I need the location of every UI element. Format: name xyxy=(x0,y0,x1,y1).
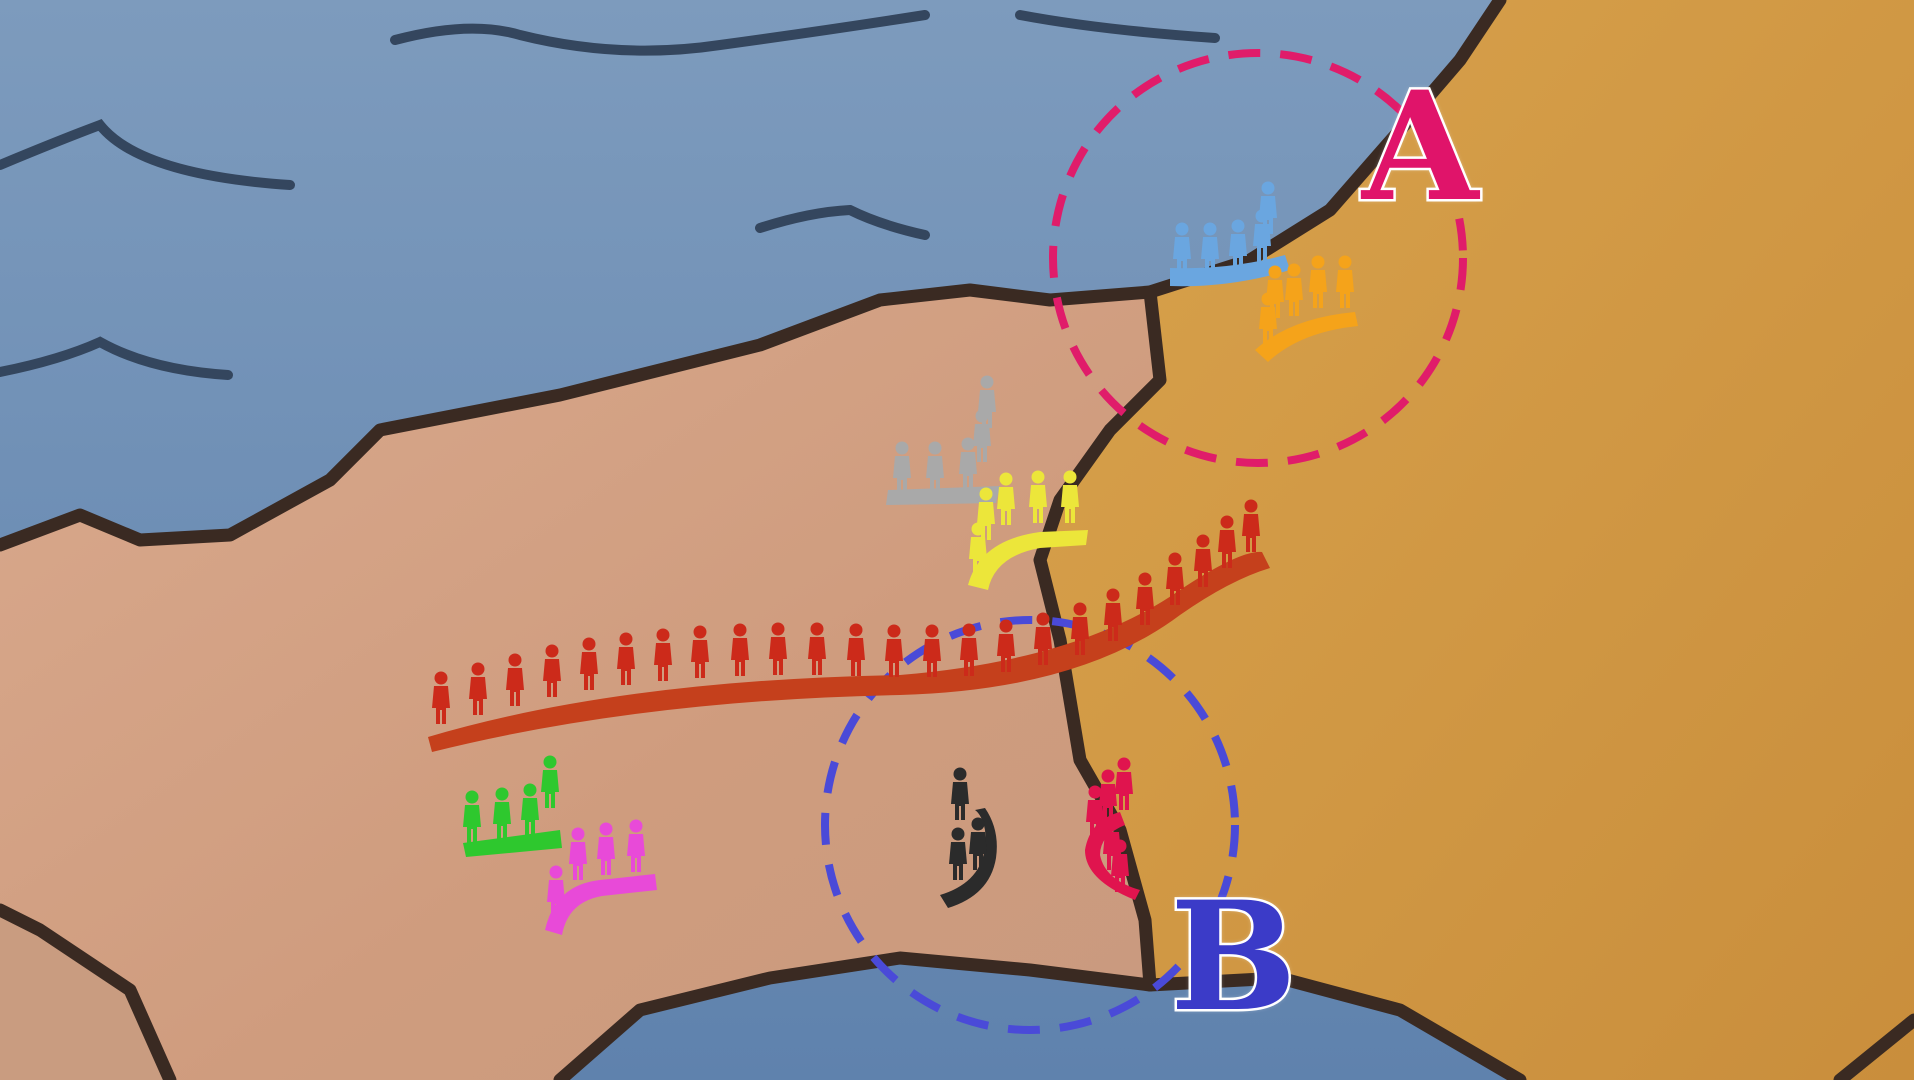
wave xyxy=(0,336,233,380)
red-line-base xyxy=(428,551,1270,752)
south-coast-border xyxy=(553,951,1527,1080)
east-edge-border xyxy=(1833,1013,1914,1080)
southwest-land xyxy=(0,910,170,1080)
yellow-base xyxy=(968,530,1088,590)
green-base xyxy=(463,830,562,857)
label-b: B xyxy=(1168,869,1300,1045)
southwest-border xyxy=(0,903,177,1080)
black-base xyxy=(940,808,997,908)
wave xyxy=(755,204,930,240)
gray-base xyxy=(886,486,1000,505)
target-circle-a xyxy=(1049,49,1467,467)
label-a: A xyxy=(1359,59,1480,235)
western-land xyxy=(0,290,1160,1080)
wave xyxy=(390,10,930,56)
inland-border xyxy=(1033,285,1167,992)
north-coast-border xyxy=(0,0,1507,552)
wave xyxy=(0,119,295,190)
pink-base xyxy=(545,874,657,935)
wave xyxy=(1015,10,1220,43)
blue-base xyxy=(1170,255,1290,287)
target-circle-b xyxy=(821,616,1239,1034)
orange-base xyxy=(1255,312,1358,362)
